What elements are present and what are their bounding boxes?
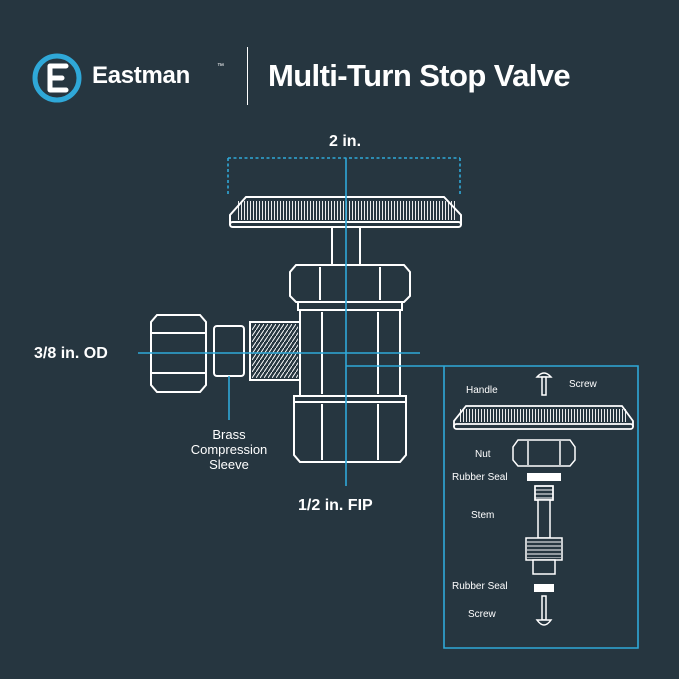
part-label-nut: Nut	[475, 449, 491, 460]
sleeve-label-line-2: Compression	[190, 442, 268, 457]
trademark-symbol: ™	[217, 63, 224, 70]
brand-name: Eastman	[92, 62, 190, 89]
header-divider	[247, 47, 248, 105]
sleeve-label-line-1: Brass	[212, 427, 246, 442]
exploded-top-screw	[535, 372, 553, 396]
eastman-logo-icon	[32, 53, 82, 103]
width-dimension-label: 2 in.	[329, 133, 362, 150]
part-label-handle: Handle	[466, 385, 498, 396]
exploded-bottom-screw	[535, 595, 553, 626]
part-label-bottom-screw: Screw	[468, 609, 496, 620]
part-label-stem: Stem	[471, 510, 495, 521]
outlet-nut	[293, 395, 407, 463]
center-axis-lines	[138, 158, 420, 486]
exploded-stem	[525, 485, 563, 575]
exploded-handle	[453, 405, 634, 430]
exploded-nut	[512, 439, 576, 467]
inlet-dimension-label: 3/8 in. OD	[34, 345, 108, 362]
exploded-rubber-seal-bottom	[534, 584, 554, 592]
part-label-rubber-seal-bottom: Rubber Seal	[452, 581, 508, 592]
exploded-view-panel	[346, 365, 639, 649]
width-dimension-bracket	[227, 157, 461, 196]
compression-sleeve	[213, 325, 245, 377]
part-label-top-screw: Screw	[569, 379, 597, 390]
packing-nut	[289, 264, 411, 311]
page-title: Multi-Turn Stop Valve	[268, 58, 571, 93]
part-label-rubber-seal-top: Rubber Seal	[452, 472, 508, 483]
sleeve-callout-label: Brass Compression Sleeve	[174, 427, 284, 472]
exploded-rubber-seal-top	[527, 473, 561, 481]
sleeve-label-line-3: Sleeve	[209, 457, 249, 472]
outlet-dimension-label: 1/2 in. FIP	[298, 497, 373, 514]
threaded-inlet	[249, 321, 301, 381]
